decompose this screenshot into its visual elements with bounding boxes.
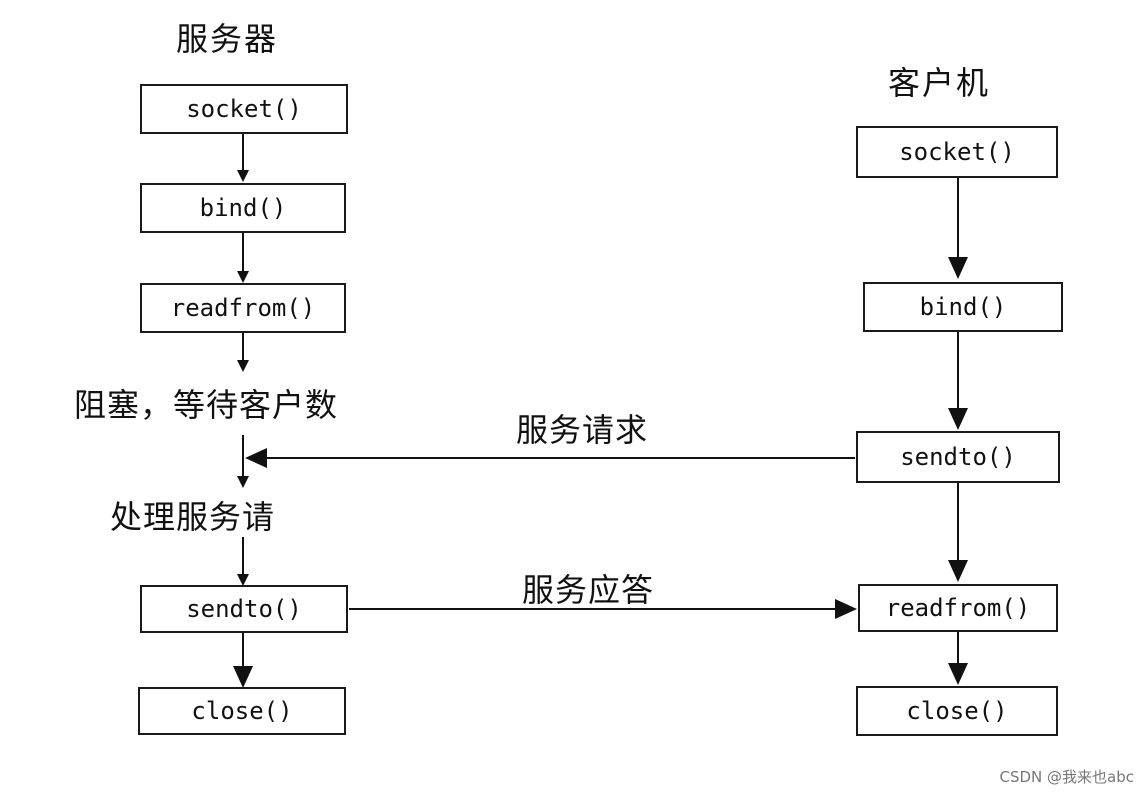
client-readfrom-box: readfrom() xyxy=(858,584,1058,632)
server-socket-box: socket() xyxy=(140,84,348,134)
server-close-box: close() xyxy=(138,687,346,735)
client-sendto-box: sendto() xyxy=(856,431,1060,483)
response-label: 服务应答 xyxy=(522,571,655,609)
server-blocking-note: 阻塞，等待客户数 xyxy=(74,386,339,424)
client-socket-box: socket() xyxy=(856,126,1058,178)
server-bind-box: bind() xyxy=(140,183,346,233)
server-sendto-box: sendto() xyxy=(140,585,348,633)
client-bind-box: bind() xyxy=(863,282,1063,332)
watermark: CSDN @我来也abc xyxy=(999,768,1135,786)
client-title: 客户机 xyxy=(888,64,991,102)
server-processing-note: 处理服务请 xyxy=(110,498,276,536)
request-label: 服务请求 xyxy=(516,411,649,449)
client-close-box: close() xyxy=(856,686,1058,736)
server-title: 服务器 xyxy=(176,20,279,58)
server-readfrom-box: readfrom() xyxy=(140,283,346,333)
